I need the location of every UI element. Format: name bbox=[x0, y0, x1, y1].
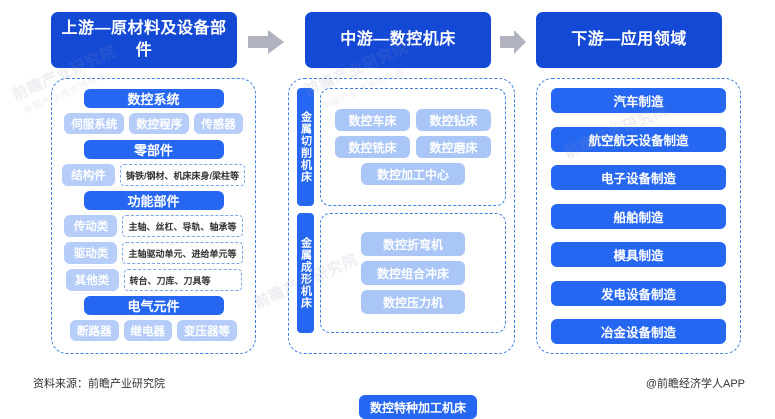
kv-value-transmission: 主轴、丝杠、导轨、轴承等 bbox=[122, 215, 243, 237]
item-cnc-turret-punch[interactable]: 数控组合冲床 bbox=[361, 261, 465, 285]
kv-key-structural[interactable]: 结构件 bbox=[61, 164, 115, 186]
functional-row-drive: 驱动类 主轴驱动单元、进给单元等 bbox=[61, 242, 246, 264]
arrow-right-icon bbox=[248, 30, 284, 54]
item-cnc-press[interactable]: 数控压力机 bbox=[361, 290, 465, 314]
arrow-right-icon bbox=[500, 30, 526, 54]
chip-servo-system[interactable]: 伺服系统 bbox=[64, 113, 125, 134]
upstream-panel: 数控系统 伺服系统 数控程序 传感器 零部件 结构件 铸铁/钢材、机床床身/梁柱… bbox=[51, 78, 256, 354]
metal-cutting-label: 金属切削机床 bbox=[297, 88, 314, 206]
kv-key-other[interactable]: 其他类 bbox=[65, 269, 119, 291]
metal-cutting-block: 金属切削机床 数控车床 数控钻床 数控铣床 数控磨床 数控加工中心 bbox=[297, 88, 506, 206]
kv-key-transmission[interactable]: 传动类 bbox=[64, 215, 118, 237]
metal-forming-block: 金属成形机床 数控折弯机 数控组合冲床 数控压力机 bbox=[297, 213, 506, 333]
metal-cutting-items: 数控车床 数控钻床 数控铣床 数控磨床 数控加工中心 bbox=[320, 88, 506, 206]
metal-forming-items: 数控折弯机 数控组合冲床 数控压力机 bbox=[320, 213, 506, 333]
item-cnc-drilling-machine[interactable]: 数控钻床 bbox=[416, 109, 491, 131]
group-title-functional-parts[interactable]: 功能部件 bbox=[83, 191, 224, 210]
chip-transformer[interactable]: 变压器等 bbox=[177, 320, 237, 341]
item-cnc-milling-machine[interactable]: 数控铣床 bbox=[335, 136, 410, 158]
downstream-item-automotive[interactable]: 汽车制造 bbox=[551, 88, 726, 113]
credit-note: @前瞻经济学人APP bbox=[645, 378, 745, 390]
group-title-parts[interactable]: 零部件 bbox=[83, 140, 224, 159]
header-midstream[interactable]: 中游—数控机床 bbox=[305, 12, 491, 68]
item-cnc-grinding-machine[interactable]: 数控磨床 bbox=[416, 136, 491, 158]
header-upstream[interactable]: 上游—原材料及设备部件 bbox=[51, 12, 237, 68]
chip-relay[interactable]: 继电器 bbox=[123, 320, 172, 341]
downstream-item-power-equipment[interactable]: 发电设备制造 bbox=[551, 280, 726, 306]
chip-cnc-program[interactable]: 数控程序 bbox=[129, 113, 190, 134]
group-title-electrical-components[interactable]: 电气元件 bbox=[83, 296, 224, 315]
midstream-panel: 金属切削机床 数控车床 数控钻床 数控铣床 数控磨床 数控加工中心 金属成形机床… bbox=[288, 78, 515, 419]
kv-value-other: 转台、刀库、刀具等 bbox=[123, 269, 242, 291]
item-cnc-bending-machine[interactable]: 数控折弯机 bbox=[361, 232, 465, 256]
chip-sensor[interactable]: 传感器 bbox=[194, 113, 243, 134]
functional-row-other: 其他类 转台、刀库、刀具等 bbox=[61, 269, 246, 291]
metal-forming-label: 金属成形机床 bbox=[297, 213, 314, 333]
electrical-chips: 断路器 继电器 变压器等 bbox=[70, 320, 237, 341]
functional-row-transmission: 传动类 主轴、丝杠、导轨、轴承等 bbox=[61, 215, 246, 237]
downstream-item-electronics[interactable]: 电子设备制造 bbox=[551, 165, 726, 190]
item-cnc-special-machining[interactable]: 数控特种加工机床 bbox=[359, 395, 477, 419]
kv-value-structural: 铸铁/钢材、机床床身/梁柱等 bbox=[119, 164, 245, 186]
chip-circuit-breaker[interactable]: 断路器 bbox=[70, 320, 119, 341]
item-cnc-machining-center[interactable]: 数控加工中心 bbox=[361, 163, 465, 185]
group-title-cnc-system[interactable]: 数控系统 bbox=[83, 89, 224, 108]
downstream-item-shipbuilding[interactable]: 船舶制造 bbox=[551, 203, 726, 229]
parts-row-structural: 结构件 铸铁/钢材、机床床身/梁柱等 bbox=[61, 164, 246, 186]
header-downstream[interactable]: 下游—应用领域 bbox=[536, 12, 722, 68]
downstream-panel: 汽车制造 航空航天设备制造 电子设备制造 船舶制造 模具制造 发电设备制造 冶金… bbox=[536, 78, 741, 354]
cnc-system-chips: 伺服系统 数控程序 传感器 bbox=[64, 113, 243, 134]
downstream-item-mold[interactable]: 模具制造 bbox=[551, 242, 726, 267]
kv-value-drive: 主轴驱动单元、进给单元等 bbox=[122, 242, 243, 264]
downstream-item-metallurgy[interactable]: 冶金设备制造 bbox=[551, 319, 726, 344]
chain-header-row: 上游—原材料及设备部件 中游—数控机床 下游—应用领域 bbox=[0, 12, 775, 68]
downstream-item-aerospace[interactable]: 航空航天设备制造 bbox=[551, 126, 726, 152]
source-note: 资料来源：前瞻产业研究院 bbox=[33, 378, 165, 390]
item-cnc-lathe[interactable]: 数控车床 bbox=[335, 109, 410, 131]
kv-key-drive[interactable]: 驱动类 bbox=[64, 242, 118, 264]
